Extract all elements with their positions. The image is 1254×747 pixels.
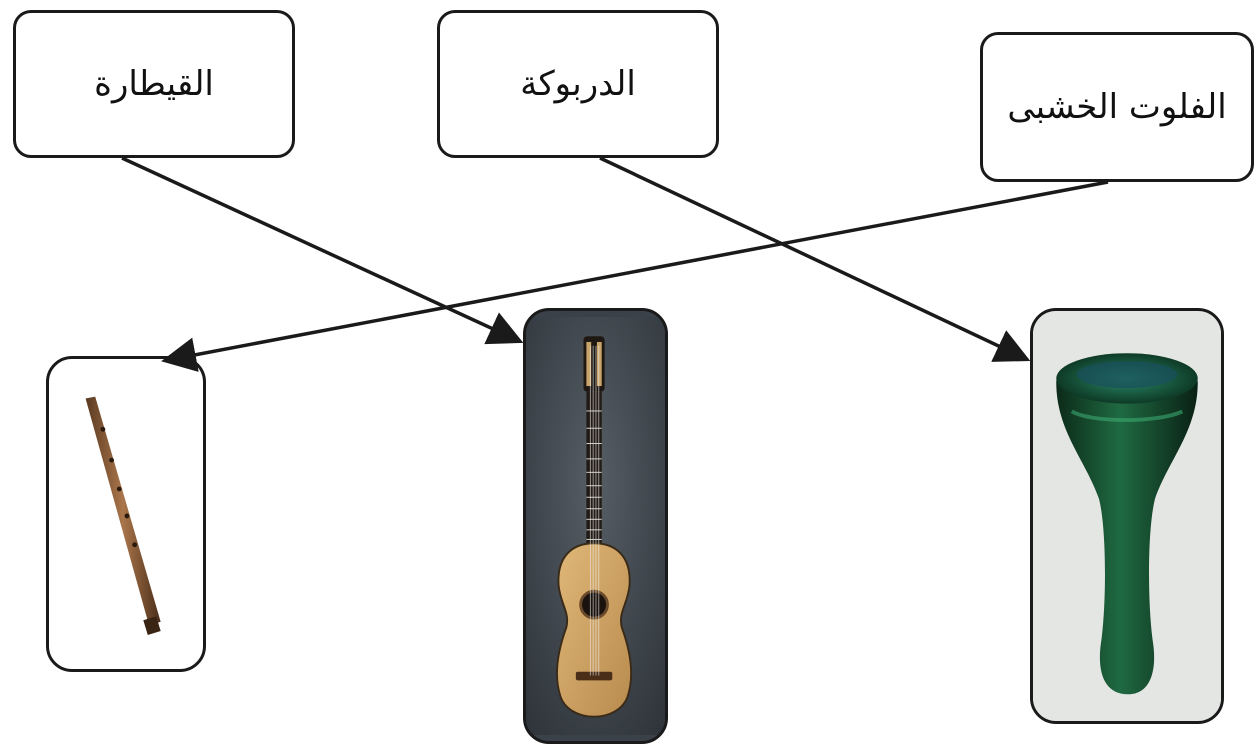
guitar-drawing xyxy=(526,317,665,735)
arrow-guitar xyxy=(121,156,524,345)
flute-drawing xyxy=(85,396,161,635)
label-flute: الفلوت الخشبى xyxy=(1007,87,1227,127)
label-guitar: القيطارة xyxy=(94,64,214,104)
label-box-darbuka[interactable]: الدربوكة xyxy=(437,10,719,158)
darbuka-image[interactable] xyxy=(1030,308,1224,724)
darbuka-drawing xyxy=(1033,314,1221,718)
label-darbuka: الدربوكة xyxy=(520,64,636,104)
wooden-flute-image[interactable] xyxy=(46,356,206,672)
label-box-flute[interactable]: الفلوت الخشبى xyxy=(980,32,1254,182)
label-box-guitar[interactable]: القيطارة xyxy=(13,10,295,158)
guitar-image[interactable] xyxy=(523,308,668,744)
